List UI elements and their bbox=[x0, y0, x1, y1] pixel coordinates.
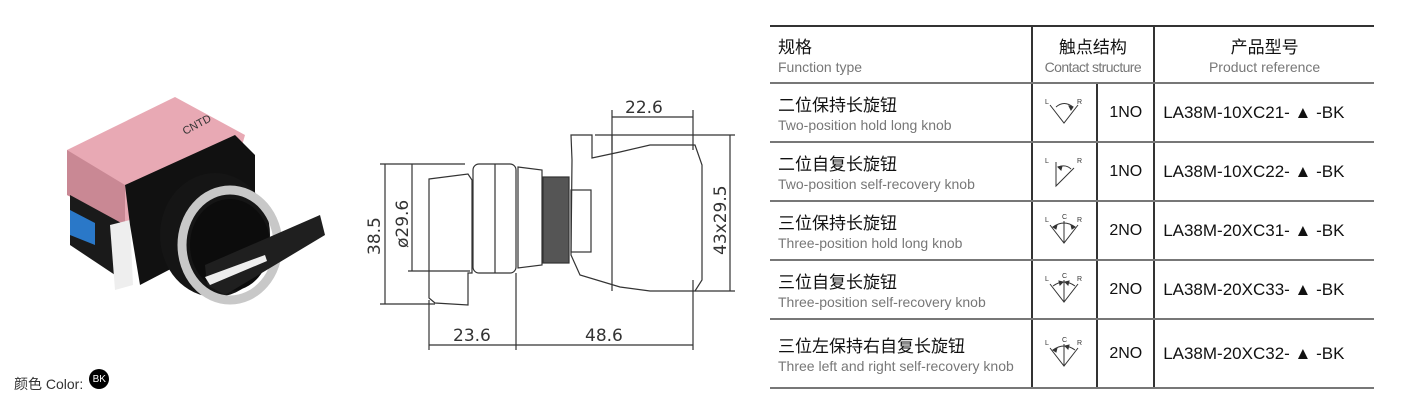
contacts-cell: 2NO bbox=[1096, 260, 1155, 320]
contact-symbol-cell: L R bbox=[1030, 83, 1098, 143]
symbol-label-r: R bbox=[1077, 340, 1082, 347]
product-reference-cell: LA38M-10XC21- ▲ -BK bbox=[1153, 83, 1374, 143]
table-row: 二位自复长旋钮 Two-position self-recovery knob … bbox=[770, 142, 1374, 202]
table-header-row: 规格 Function type 触点结构 Contact structure … bbox=[770, 26, 1374, 84]
contact-symbol-cell: L R bbox=[1030, 142, 1098, 202]
dimension-drawing: 22.6 38.5 ø29.6 43x29.5 23.6 48.6 bbox=[365, 98, 735, 350]
contact-symbol-cell: L C R bbox=[1030, 201, 1098, 261]
function-type-cell: 二位保持长旋钮 Two-position hold long knob bbox=[770, 83, 1032, 143]
function-type-cn: 三位自复长旋钮 bbox=[778, 273, 897, 292]
symbol-label-l: L bbox=[1045, 99, 1049, 106]
color-swatch-bk[interactable]: BK bbox=[89, 369, 110, 389]
header-cn: 产品型号 bbox=[1230, 38, 1299, 57]
function-type-en: Three left and right self-recovery knob bbox=[778, 358, 1014, 374]
dimension-body-size: 43x29.5 bbox=[711, 185, 731, 255]
product-reference-cell: LA38M-20XC33- ▲ -BK bbox=[1153, 260, 1374, 320]
product-photo: CNTD bbox=[67, 97, 325, 305]
dimension-rear-depth: 48.6 bbox=[585, 326, 623, 346]
symbol-label-l: L bbox=[1045, 217, 1049, 224]
symbol-label-r: R bbox=[1077, 276, 1082, 283]
symbol-label-c: C bbox=[1062, 273, 1067, 280]
function-type-cell: 二位自复长旋钮 Two-position self-recovery knob bbox=[770, 142, 1032, 202]
dimension-front-depth: 23.6 bbox=[453, 326, 491, 346]
symbol-label-l: L bbox=[1045, 276, 1049, 283]
contacts-cell: 2NO bbox=[1096, 319, 1155, 389]
dimension-bezel-diameter: ø29.6 bbox=[393, 200, 413, 248]
header-cn: 规格 bbox=[778, 38, 812, 57]
three-position-left-hold-right-return-symbol-icon: L C R bbox=[1045, 337, 1083, 367]
function-type-cell: 三位自复长旋钮 Three-position self-recovery kno… bbox=[770, 260, 1032, 320]
function-type-en: Two-position hold long knob bbox=[778, 117, 952, 133]
header-contact-structure: 触点结构 Contact structure bbox=[1030, 26, 1155, 84]
function-type-en: Three-position hold long knob bbox=[778, 235, 963, 251]
three-position-return-symbol-icon: L C R bbox=[1045, 273, 1083, 303]
header-en: Product reference bbox=[1208, 59, 1321, 75]
product-reference-cell: LA38M-10XC22- ▲ -BK bbox=[1153, 142, 1374, 202]
table-row: 三位左保持右自复长旋钮 Three left and right self-re… bbox=[770, 319, 1374, 389]
header-cn: 触点结构 bbox=[1058, 38, 1127, 57]
contact-symbol-cell: L C R bbox=[1030, 319, 1098, 389]
two-position-hold-symbol-icon: L R bbox=[1045, 99, 1083, 124]
product-reference-cell: LA38M-20XC31- ▲ -BK bbox=[1153, 201, 1374, 261]
contact-symbol-cell: L C R bbox=[1030, 260, 1098, 320]
table-row: 三位自复长旋钮 Three-position self-recovery kno… bbox=[770, 260, 1374, 320]
dimension-width-contact-block: 22.6 bbox=[625, 98, 663, 118]
function-type-cn: 二位保持长旋钮 bbox=[778, 96, 897, 115]
function-type-cn: 三位保持长旋钮 bbox=[778, 214, 897, 233]
table-row: 二位保持长旋钮 Two-position hold long knob L R … bbox=[770, 83, 1374, 143]
symbol-label-c: C bbox=[1062, 214, 1067, 221]
function-type-cell: 三位左保持右自复长旋钮 Three left and right self-re… bbox=[770, 319, 1032, 389]
symbol-label-r: R bbox=[1077, 217, 1082, 224]
spec-table: 规格 Function type 触点结构 Contact structure … bbox=[770, 25, 1374, 389]
product-reference-cell: LA38M-20XC32- ▲ -BK bbox=[1153, 319, 1374, 389]
symbol-label-r: R bbox=[1077, 158, 1082, 165]
header-function-type: 规格 Function type bbox=[770, 26, 1032, 84]
three-position-hold-symbol-icon: L C R bbox=[1045, 214, 1083, 244]
header-en: Function type bbox=[778, 59, 863, 75]
table-row: 三位保持长旋钮 Three-position hold long knob L … bbox=[770, 201, 1374, 261]
function-type-en: Three-position self-recovery knob bbox=[778, 294, 986, 310]
contacts-cell: 1NO bbox=[1096, 142, 1155, 202]
symbol-label-c: C bbox=[1062, 337, 1067, 344]
function-type-cn: 二位自复长旋钮 bbox=[778, 155, 897, 174]
function-type-en: Two-position self-recovery knob bbox=[778, 176, 975, 192]
contacts-cell: 2NO bbox=[1096, 201, 1155, 261]
symbol-label-r: R bbox=[1077, 99, 1082, 106]
color-label: 颜色 Color: bbox=[14, 376, 84, 392]
header-product-reference: 产品型号 Product reference bbox=[1153, 26, 1374, 84]
two-position-return-symbol-icon: L R bbox=[1045, 158, 1083, 187]
function-type-cell: 三位保持长旋钮 Three-position hold long knob bbox=[770, 201, 1032, 261]
function-type-cn: 三位左保持右自复长旋钮 bbox=[778, 337, 965, 356]
contacts-cell: 1NO bbox=[1096, 83, 1155, 143]
symbol-label-l: L bbox=[1045, 340, 1049, 347]
symbol-label-l: L bbox=[1045, 158, 1049, 165]
dimension-overall-height: 38.5 bbox=[365, 217, 385, 255]
color-selector: 颜色 Color: BK bbox=[14, 369, 110, 394]
header-en: Contact structure bbox=[1044, 59, 1142, 75]
